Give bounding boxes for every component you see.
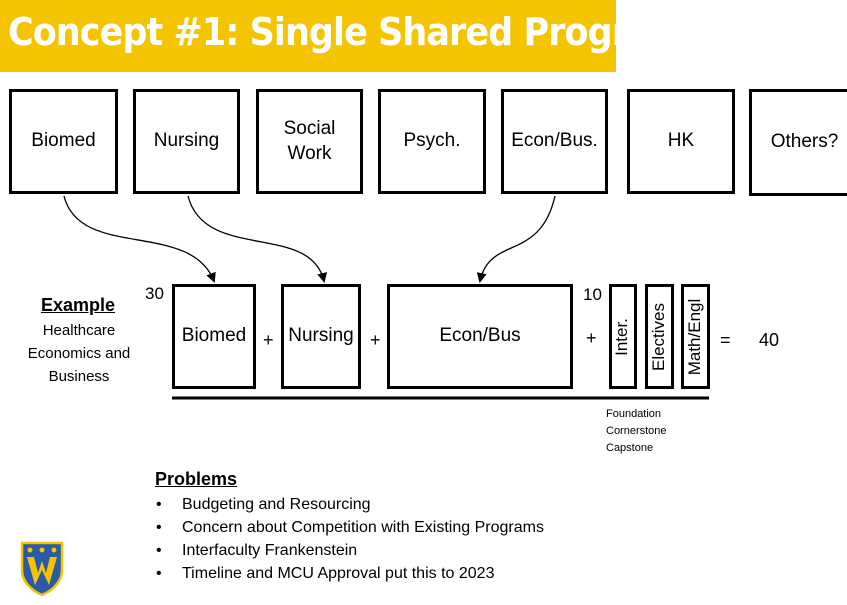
bullet: •: [156, 565, 162, 582]
example-description: Healthcare Economics and Business: [27, 322, 131, 385]
program-label: Others?: [770, 131, 839, 153]
program-box-nursing: Nursing: [133, 89, 240, 194]
course-item: Cornerstone: [606, 425, 667, 437]
equation-box-inter: [609, 284, 637, 389]
plus-sign: +: [263, 330, 274, 350]
program-box-biomed: Biomed: [9, 89, 118, 194]
equation-box-nursing: Nursing: [281, 284, 361, 389]
problems-heading: Problems: [155, 469, 238, 489]
bullet: •: [156, 542, 162, 559]
program-label: Psych.: [403, 130, 461, 152]
equation-box-econ-bus: Econ/Bus: [387, 284, 573, 389]
program-box-social-work: Social Work: [256, 89, 363, 194]
problem-text: Concern about Competition with Existing …: [182, 519, 544, 536]
problem-text: Interfaculty Frankenstein: [182, 542, 358, 559]
page-title: Concept #1: Single Shared Program: [8, 10, 687, 54]
title-banner: Concept #1: Single Shared Program: [0, 0, 687, 72]
label-inter: Inter.: [612, 318, 631, 356]
equation-box-math-engl: [681, 284, 710, 389]
equation-box-biomed: Biomed: [172, 284, 256, 389]
arrow-nursing: [187, 195, 328, 283]
arrow-biomed: [63, 195, 216, 283]
arrow-econ: [476, 195, 556, 283]
program-label: HK: [667, 130, 695, 152]
credits-10: 10: [583, 285, 602, 304]
course-item: Capstone: [606, 442, 654, 454]
box-label: Biomed: [181, 325, 247, 347]
equation-box-electives: [645, 284, 674, 389]
equals-sign: =: [720, 330, 731, 350]
example-heading: Example: [40, 295, 116, 315]
label-electives: Electives: [649, 302, 668, 372]
plus-sign: +: [586, 328, 597, 348]
program-box-psych: Psych.: [378, 89, 486, 194]
box-label: Econ/Bus: [439, 325, 521, 347]
program-box-hk: HK: [627, 89, 735, 194]
course-list: Foundation Cornerstone Capstone: [606, 406, 667, 457]
list-item: • Budgeting and Resourcing: [155, 493, 544, 516]
list-item: • Concern about Competition with Existing…: [155, 516, 544, 539]
program-label: Nursing: [153, 130, 220, 152]
university-shield-logo: [20, 541, 64, 596]
program-box-others: Others?: [749, 89, 847, 196]
program-label: Biomed: [31, 130, 96, 152]
list-item: • Timeline and MCU Approval put this to 2…: [155, 562, 544, 585]
course-item: Foundation: [606, 408, 662, 420]
program-label: Econ/Bus.: [511, 130, 598, 152]
problem-text: Timeline and MCU Approval put this to 20…: [182, 565, 495, 582]
bullet: •: [156, 519, 162, 536]
plus-sign: +: [370, 330, 381, 350]
problem-text: Budgeting and Resourcing: [182, 496, 371, 513]
credits-30: 30: [145, 284, 164, 303]
total-credits: 40: [759, 330, 780, 350]
problems-list: • Budgeting and Resourcing • Concern about…: [155, 493, 544, 585]
program-box-econ-bus: Econ/Bus.: [501, 89, 608, 194]
program-label: Social Work: [283, 117, 336, 164]
list-item: • Interfaculty Frankenstein: [155, 539, 544, 562]
box-label: Nursing: [288, 325, 354, 347]
label-math-engl: Math/Engl: [685, 298, 704, 376]
bullet: •: [156, 496, 162, 513]
